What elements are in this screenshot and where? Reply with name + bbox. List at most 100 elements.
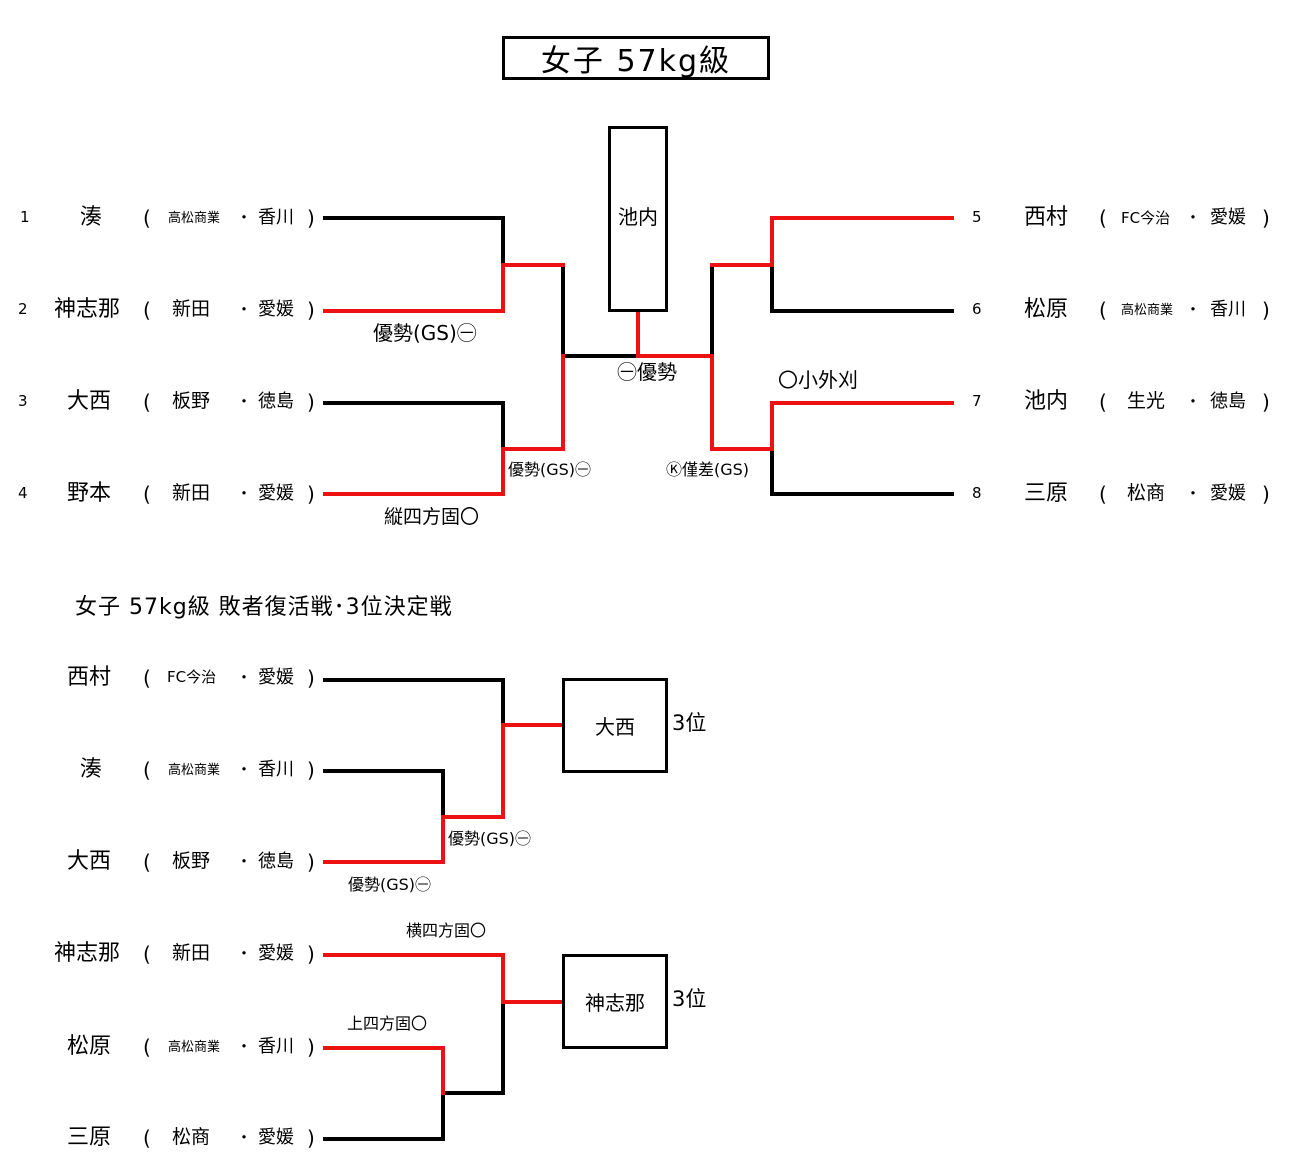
- separator-dot: ・: [236, 1128, 253, 1147]
- school-name: FC今治: [1121, 209, 1171, 227]
- bracket-line-win: [323, 1046, 445, 1095]
- separator-dot: ・: [1185, 484, 1202, 503]
- paren-close: ): [307, 390, 315, 414]
- third-place-box: 神志那: [562, 954, 668, 1049]
- separator-dot: ・: [1185, 300, 1202, 319]
- paren-close: ): [307, 298, 315, 322]
- separator-dot: ・: [236, 208, 253, 227]
- entry-number: 6: [972, 300, 982, 318]
- match-result: 優勢(GS)㊀: [373, 321, 477, 345]
- bracket-line-win: [710, 216, 954, 267]
- school-name: 高松商業: [168, 763, 221, 778]
- prefecture: 愛媛: [258, 1127, 294, 1148]
- prefecture: 香川: [1210, 299, 1246, 320]
- prefecture: 愛媛: [258, 299, 294, 320]
- bracket-line-win: [323, 263, 565, 313]
- paren-open: (: [143, 1126, 151, 1150]
- paren-close: ): [307, 850, 315, 874]
- match-result: 優勢(GS)㊀: [348, 875, 432, 894]
- paren-close: ): [307, 482, 315, 506]
- separator-dot: ・: [1185, 208, 1202, 227]
- paren-close: ): [1262, 390, 1270, 414]
- entry-number: 4: [18, 484, 28, 502]
- paren-open: (: [143, 666, 151, 690]
- match-result: 優勢(GS)㊀: [448, 829, 532, 848]
- player-name: 野本: [67, 481, 112, 506]
- separator-dot: ・: [1185, 392, 1202, 411]
- paren-close: ): [307, 666, 315, 690]
- paren-open: (: [1099, 390, 1107, 414]
- separator-dot: ・: [236, 668, 253, 687]
- player-name: 神志那: [54, 297, 121, 322]
- paren-open: (: [1099, 482, 1107, 506]
- entry-number: 8: [972, 484, 982, 502]
- prefecture: 愛媛: [1210, 207, 1246, 228]
- page-title: 女子 57kg級: [502, 36, 770, 80]
- player-name: 大西: [67, 389, 112, 414]
- match-result: 〇小外刈: [778, 368, 858, 392]
- bracket-line-win: [323, 723, 565, 864]
- paren-open: (: [143, 390, 151, 414]
- player-name: 湊: [80, 757, 103, 782]
- school-name: 新田: [172, 298, 211, 320]
- match-result: 縦四方固〇: [384, 506, 480, 528]
- school-name: FC今治: [167, 668, 217, 686]
- separator-dot: ・: [236, 760, 253, 779]
- player-name: 松原: [1024, 297, 1069, 322]
- school-name: 松商: [1127, 482, 1166, 504]
- paren-close: ): [1262, 482, 1270, 506]
- match-result: 横四方固〇: [406, 921, 487, 940]
- champion-name: 池内: [618, 204, 658, 229]
- bracket-line-win: [323, 354, 565, 496]
- paren-open: (: [143, 206, 151, 230]
- third-place-label: 3位: [672, 987, 707, 1011]
- prefecture: 徳島: [1210, 391, 1246, 412]
- separator-dot: ・: [236, 300, 253, 319]
- bracket-line: [323, 769, 445, 819]
- entry-number: 2: [18, 300, 28, 318]
- school-name: 高松商業: [168, 211, 221, 226]
- school-name: 生光: [1127, 390, 1166, 412]
- paren-close: ): [307, 206, 315, 230]
- school-name: 高松商業: [1121, 303, 1174, 318]
- repechage-title: 女子 57kg級 敗者復活戦･3位決定戦: [75, 595, 453, 620]
- school-name: 高松商業: [168, 1040, 221, 1055]
- paren-close: ): [307, 758, 315, 782]
- third-place-name: 神志那: [585, 991, 645, 1015]
- third-place-label: 3位: [672, 711, 707, 735]
- paren-open: (: [143, 482, 151, 506]
- prefecture: 徳島: [258, 391, 294, 412]
- player-name: 三原: [67, 1125, 112, 1150]
- bracket-line-win: [323, 953, 565, 1004]
- match-result: 優勢(GS)㊀: [508, 460, 592, 479]
- champion-box: 池内: [608, 126, 668, 312]
- paren-open: (: [143, 298, 151, 322]
- player-name: 三原: [1024, 481, 1069, 506]
- paren-close: ): [1262, 206, 1270, 230]
- prefecture: 香川: [258, 207, 294, 228]
- player-name: 湊: [80, 205, 103, 230]
- prefecture: 愛媛: [258, 943, 294, 964]
- bracket-line: [770, 263, 954, 313]
- third-place-box: 大西: [562, 678, 668, 773]
- paren-open: (: [1099, 206, 1107, 230]
- school-name: 新田: [172, 482, 211, 504]
- final-result: ㊀優勢: [617, 360, 677, 384]
- bracket-line: [323, 401, 505, 451]
- bracket-line: [323, 678, 505, 727]
- paren-open: (: [143, 758, 151, 782]
- bracket-line-win: [636, 309, 954, 451]
- school-name: 新田: [172, 942, 211, 964]
- player-name: 大西: [67, 849, 112, 874]
- school-name: 板野: [172, 850, 211, 872]
- separator-dot: ・: [236, 944, 253, 963]
- bracket-line: [323, 216, 505, 267]
- paren-open: (: [143, 1035, 151, 1059]
- third-place-name: 大西: [595, 715, 635, 739]
- paren-open: (: [1099, 298, 1107, 322]
- prefecture: 愛媛: [1210, 483, 1246, 504]
- prefecture: 香川: [258, 1036, 294, 1057]
- entry-number: 3: [18, 392, 28, 410]
- separator-dot: ・: [236, 1037, 253, 1056]
